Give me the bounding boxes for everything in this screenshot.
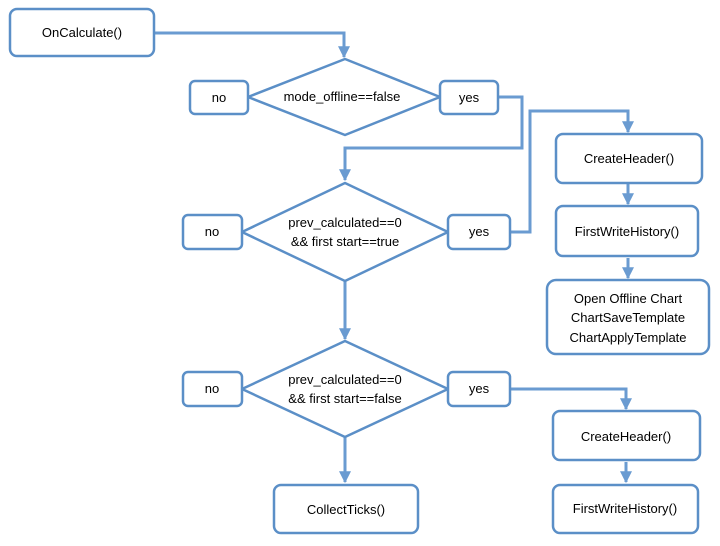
edge-cond2-yes-to-create-header [510, 109, 634, 234]
decision-prev-calculated-false-no-label: no [205, 381, 219, 396]
decision-prev-calculated-true: prev_calculated==0 && first start==true [240, 181, 450, 283]
edge-start-to-cond1 [154, 31, 350, 59]
decision-mode-offline: mode_offline==false [246, 57, 442, 137]
decision-prev-calculated-false-no: no [181, 370, 244, 408]
connectors [154, 31, 634, 484]
decision-prev-calculated-true-no: no [181, 213, 244, 251]
first-write-history-2-label: FirstWriteHistory() [573, 501, 677, 516]
decision-prev-calculated-true-yes: yes [446, 213, 512, 251]
node-create-header-2: CreateHeader() [551, 409, 702, 462]
decision-prev-calculated-false-line-1: prev_calculated==0 [288, 372, 401, 387]
node-on-calculate: OnCalculate() [8, 7, 156, 58]
offline-chart-line-2: ChartSaveTemplate [571, 310, 685, 325]
on-calculate-label: OnCalculate() [42, 25, 122, 40]
decision-prev-calculated-true-line-1: prev_calculated==0 [288, 215, 401, 230]
node-offline-chart: Open Offline Chart ChartSaveTemplate Cha… [545, 278, 711, 356]
decision-mode-offline-no-label: no [212, 90, 226, 105]
decision-prev-calculated-true-no-label: no [205, 224, 219, 239]
edge-cond3-yes-to-create-header [510, 387, 632, 411]
node-create-header-1: CreateHeader() [554, 132, 704, 185]
edge-cond1-yes-to-create-header [339, 95, 524, 182]
decision-prev-calculated-false: prev_calculated==0 && first start==false [240, 339, 450, 439]
node-first-write-history-2: FirstWriteHistory() [551, 483, 700, 535]
decision-mode-offline-yes: yes [438, 79, 500, 116]
create-header-1-label: CreateHeader() [584, 151, 674, 166]
first-write-history-1-label: FirstWriteHistory() [575, 224, 679, 239]
create-header-2-label: CreateHeader() [581, 429, 671, 444]
decision-prev-calculated-true-line-2: && first start==true [291, 234, 399, 249]
decision-prev-calculated-false-yes: yes [446, 370, 512, 408]
decision-prev-calculated-false-yes-label: yes [469, 381, 490, 396]
decision-prev-calculated-true-yes-label: yes [469, 224, 490, 239]
decision-mode-offline-label: mode_offline==false [284, 89, 401, 104]
node-first-write-history-1: FirstWriteHistory() [554, 204, 700, 258]
offline-chart-line-3: ChartApplyTemplate [569, 330, 686, 345]
decision-mode-offline-no: no [188, 79, 250, 116]
decision-mode-offline-yes-label: yes [459, 90, 480, 105]
offline-chart-line-1: Open Offline Chart [574, 291, 683, 306]
node-collect-ticks: CollectTicks() [272, 483, 420, 535]
collect-ticks-label: CollectTicks() [307, 502, 385, 517]
decision-prev-calculated-false-line-2: && first start==false [288, 391, 401, 406]
